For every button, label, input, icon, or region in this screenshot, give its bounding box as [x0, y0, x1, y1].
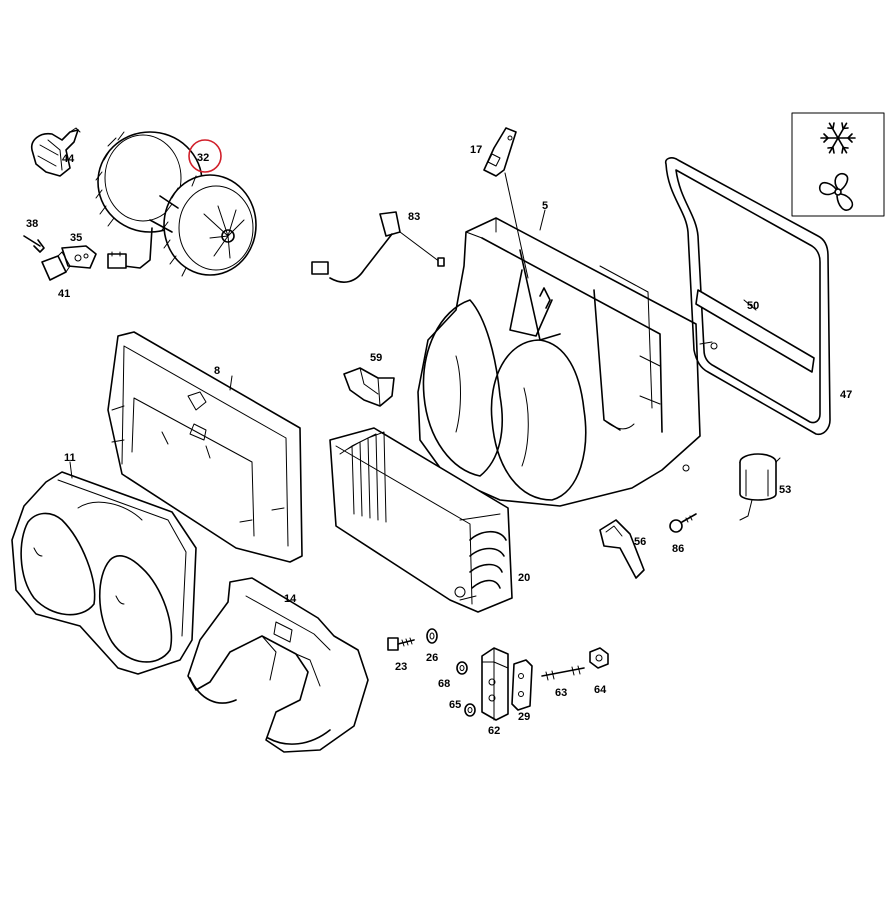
label-38: 38: [26, 218, 38, 230]
label-64: 64: [594, 684, 607, 696]
part-86-screw: [669, 513, 697, 533]
part-32-blower: [95, 131, 257, 277]
part-35-clip: [61, 245, 97, 269]
part-63-stud: [541, 665, 585, 681]
part-50-seal: [695, 289, 815, 373]
part-44-bracket: [30, 127, 81, 177]
label-68: 68: [438, 678, 450, 690]
part-26-washer: [426, 628, 438, 644]
part-labels: 44 32 38 35 41 17 83 5 50 47 8 59 11 53 …: [26, 144, 852, 737]
label-20: 20: [518, 572, 530, 584]
label-17: 17: [470, 144, 482, 156]
part-5-housing: [417, 217, 718, 507]
part-53-valve: [739, 453, 781, 521]
part-20-evaporator: [329, 427, 513, 613]
label-47: 47: [840, 389, 852, 401]
label-5: 5: [542, 200, 548, 212]
part-23-bolt: [387, 637, 415, 651]
part-83-sensor: [311, 211, 445, 283]
label-50: 50: [747, 300, 759, 312]
label-41: 41: [58, 288, 70, 300]
part-47-gasket: [664, 157, 831, 436]
label-59: 59: [370, 352, 382, 364]
label-53: 53: [779, 484, 791, 496]
label-83: 83: [408, 211, 420, 223]
fan-icon: [818, 172, 854, 211]
label-11: 11: [64, 452, 76, 464]
snowflake-icon: [820, 122, 856, 154]
part-29-gasket: [511, 659, 533, 711]
part-68-washer: [456, 661, 468, 675]
highlight-ring: [188, 139, 222, 173]
label-62: 62: [488, 725, 500, 737]
label-32: 32: [197, 152, 209, 164]
part-59-elbow: [343, 367, 395, 407]
part-62-valve-block: [481, 647, 509, 721]
part-41-clip: [41, 251, 71, 281]
label-44: 44: [62, 153, 75, 165]
label-86: 86: [672, 543, 684, 555]
label-14: 14: [284, 593, 297, 605]
part-56-sensor: [599, 519, 645, 579]
label-63: 63: [555, 687, 567, 699]
part-11-housing: [11, 471, 197, 675]
part-38-pin: [23, 235, 45, 253]
label-8: 8: [214, 365, 220, 377]
label-29: 29: [518, 711, 530, 723]
part-8-cover: [107, 331, 303, 563]
part-65-washer: [464, 703, 476, 717]
label-35: 35: [70, 232, 82, 244]
part-14-duct: [187, 577, 369, 753]
label-23: 23: [395, 661, 407, 673]
legend-box: [791, 112, 885, 217]
part-64-nut: [589, 647, 609, 669]
leader-lines: [69, 172, 757, 479]
label-56: 56: [634, 536, 646, 548]
label-26: 26: [426, 652, 438, 664]
label-65: 65: [449, 699, 461, 711]
part-17-bracket: [483, 127, 517, 177]
